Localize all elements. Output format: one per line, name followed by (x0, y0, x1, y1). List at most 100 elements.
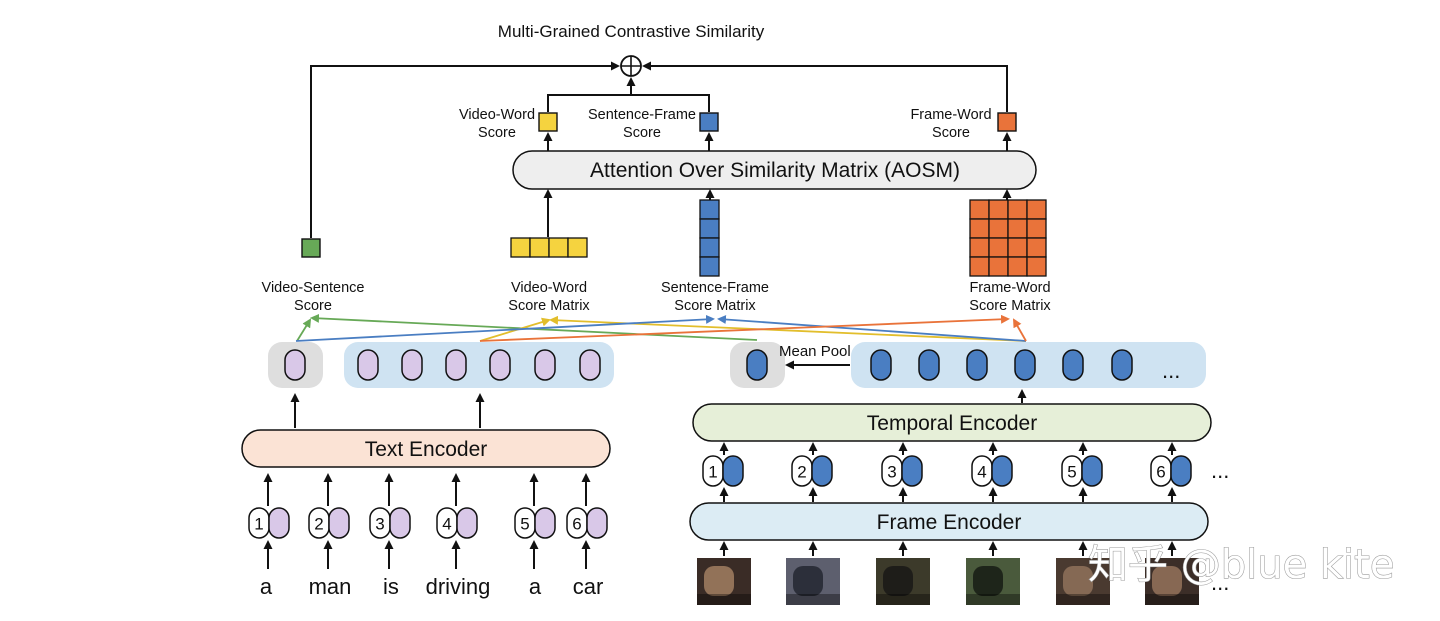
matrix-cell (969, 237, 990, 258)
frame-tokens-ellipsis: ... (1211, 458, 1229, 483)
matrix-cell (548, 237, 569, 258)
text-encoder-label: Text Encoder (365, 438, 488, 461)
matrix-cell (969, 218, 990, 239)
matrix-cell (567, 237, 588, 258)
video-frame-1 (697, 558, 751, 605)
video-frame-5 (1056, 558, 1110, 605)
video-frame-4 (966, 558, 1020, 605)
matrix-cell (988, 237, 1009, 258)
position-index: 1 (708, 463, 717, 482)
token-embedding (901, 455, 923, 487)
word-feature-4 (489, 349, 511, 381)
word-feature-6 (579, 349, 601, 381)
word-2: man (309, 574, 352, 599)
word-3: is (383, 574, 399, 599)
video-frame-2 (786, 558, 840, 605)
matrix-cell (699, 218, 720, 239)
word-feature-2 (401, 349, 423, 381)
frame-feature-2 (918, 349, 940, 381)
mean-pool-label: Mean Pool (779, 343, 851, 360)
diagram-title: Multi-Grained Contrastive Similarity (498, 22, 765, 41)
matrix-cell (988, 256, 1009, 277)
position-index: 6 (1156, 463, 1165, 482)
frame-tokens: 1 2 3 4 5 6 (702, 442, 1192, 502)
frame-token-4: 4 (971, 455, 1013, 487)
matrix-cell (1026, 237, 1047, 258)
frame-word-score-box (997, 112, 1017, 132)
word-feature-1 (357, 349, 379, 381)
frame-feature-4 (1014, 349, 1036, 381)
word-feature-5 (534, 349, 556, 381)
position-index: 3 (887, 463, 896, 482)
token-embedding (389, 507, 411, 539)
frame-feature-5 (1062, 349, 1084, 381)
matrix-cell (1007, 237, 1028, 258)
matrix-cell (1007, 256, 1028, 277)
text-features (284, 349, 601, 381)
token-embedding (586, 507, 608, 539)
token-embedding (1170, 455, 1192, 487)
sentence-feature (284, 349, 306, 381)
token-embedding (1081, 455, 1103, 487)
aosm-label: Attention Over Similarity Matrix (AOSM) (590, 159, 960, 182)
token-embedding (722, 455, 744, 487)
frame-token-3: 3 (881, 455, 923, 487)
text-encoder (241, 429, 611, 468)
position-index: 2 (797, 463, 806, 482)
frame-encoder (689, 502, 1209, 541)
frame-features (746, 349, 1133, 381)
token-embedding (534, 507, 556, 539)
matrix-cell (1007, 199, 1028, 220)
word-token-1: 1 (248, 507, 290, 539)
word-1: a (260, 574, 273, 599)
frame-token-1: 1 (702, 455, 744, 487)
video-word-score-matrix (510, 237, 588, 258)
matrix-cell (1026, 199, 1047, 220)
text-encoder-output-arrows (290, 393, 485, 428)
matrix-cell (510, 237, 531, 258)
frame-encoder-label: Frame Encoder (877, 511, 1022, 534)
watermark: 知乎 @blue kite (1088, 542, 1394, 588)
video-sentence-score-box (301, 238, 321, 258)
word-token-5: 5 (514, 507, 556, 539)
position-index: 5 (1067, 463, 1076, 482)
matrix-cell (529, 237, 550, 258)
position-index: 4 (977, 463, 986, 482)
aosm-module (512, 150, 1037, 190)
frame-token-6: 6 (1150, 455, 1192, 487)
word-token-2: 2 (308, 507, 350, 539)
video-feature (746, 349, 768, 381)
frame-token-2: 2 (791, 455, 833, 487)
word-features-bg (344, 342, 614, 388)
token-embedding (811, 455, 833, 487)
matrix-cell (988, 218, 1009, 239)
sentence-frame-score-box (699, 112, 719, 132)
frame-feature-6 (1111, 349, 1133, 381)
similarity-arrows (295, 313, 1027, 342)
temporal-encoder (692, 403, 1212, 442)
matrix-cell (699, 256, 720, 277)
video-frame-6 (1145, 558, 1199, 605)
position-index: 1 (254, 515, 263, 534)
word-token-3: 3 (369, 507, 411, 539)
matrix-cell (1026, 256, 1047, 277)
word-feature-3 (445, 349, 467, 381)
frame-features-ellipsis: ... (1162, 358, 1180, 383)
matrix-cell (969, 256, 990, 277)
frame-token-5: 5 (1061, 455, 1103, 487)
word-4: driving (426, 574, 491, 599)
temporal-encoder-label: Temporal Encoder (867, 412, 1037, 435)
video-frames (697, 541, 1199, 605)
frame-feature-3 (966, 349, 988, 381)
token-embedding (456, 507, 478, 539)
video-frames-ellipsis: ... (1211, 570, 1229, 595)
